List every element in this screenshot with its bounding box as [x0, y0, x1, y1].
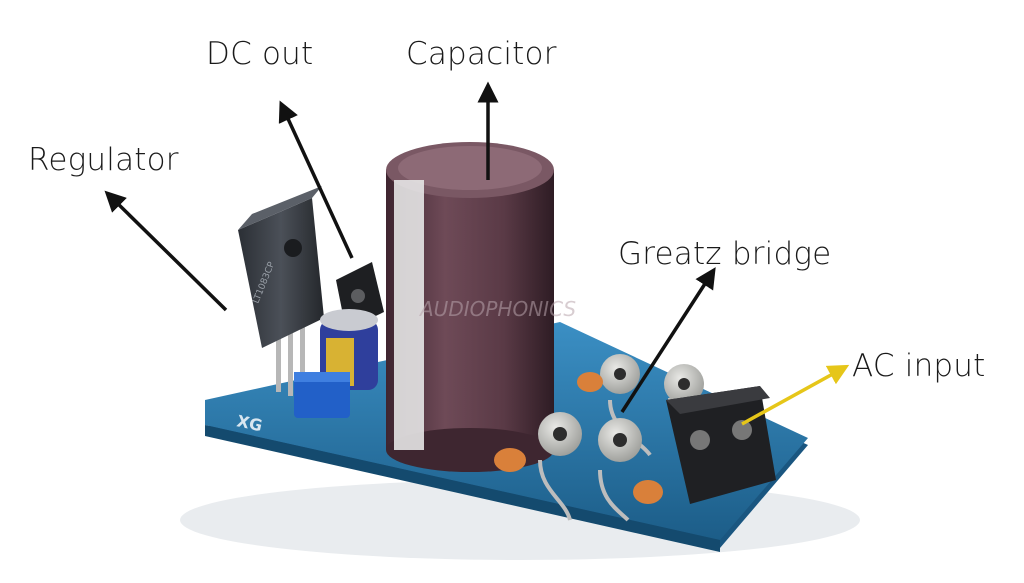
ac-input-label: AC input [852, 348, 986, 384]
trimmer-pot [294, 372, 350, 418]
greatz-bridge-label: Greatz bridge [618, 236, 832, 272]
ac-input-arrow [741, 364, 850, 426]
ac-input-terminal [666, 386, 776, 504]
photo-watermark: AUDIOPHONICS [418, 297, 576, 321]
regulator-component: LT1083CP [238, 186, 324, 400]
pcb-silkscreen: XG [235, 411, 264, 435]
regulator-arrow [104, 190, 228, 312]
greatz-bridge-arrow [620, 267, 716, 413]
main-capacitor: AUDIOPHONICS [386, 142, 576, 472]
bridge-diodes [538, 354, 704, 522]
ceramic-capacitors [494, 372, 663, 504]
dc-out-label: DC out [206, 36, 314, 72]
regulator-label: Regulator [28, 142, 179, 178]
dc-out-arrow [278, 100, 354, 259]
capacitor-label: Capacitor [406, 36, 557, 72]
